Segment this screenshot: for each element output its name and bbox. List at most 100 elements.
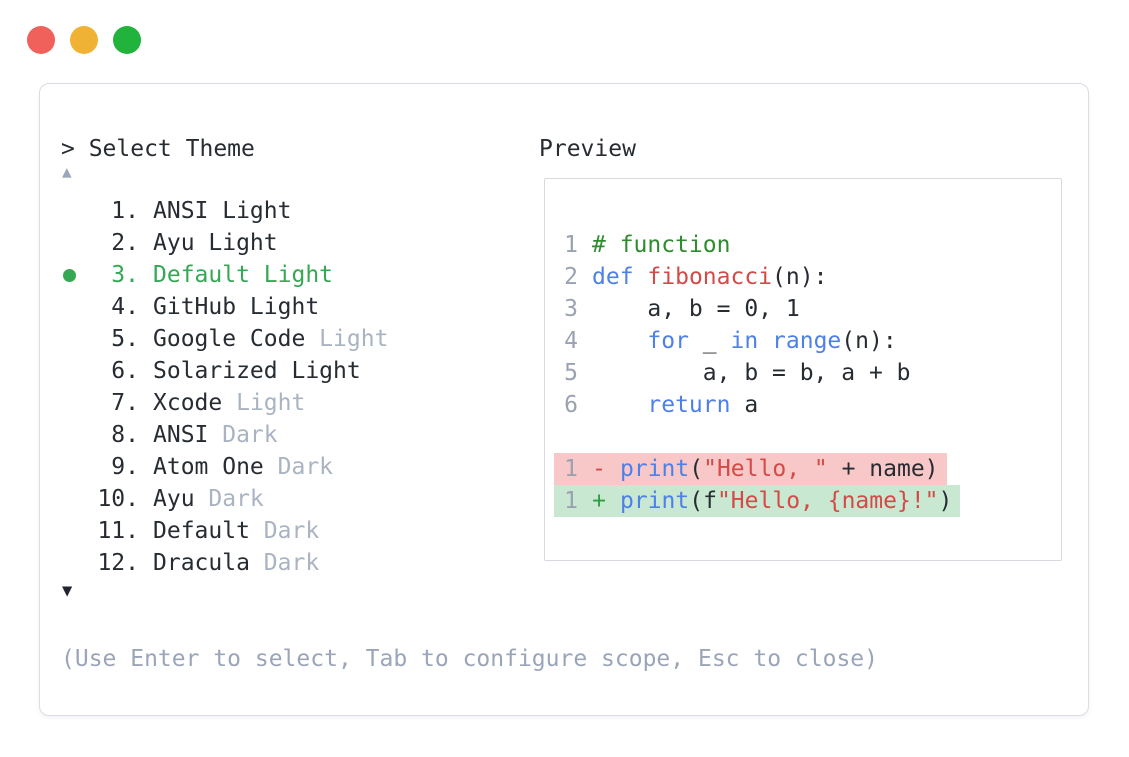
code-token: _ <box>688 328 731 354</box>
code-token: for <box>647 328 689 354</box>
item-number: 5. <box>111 326 139 352</box>
item-label: Xcode <box>153 390 223 416</box>
item-label-suffix: Light <box>222 390 306 416</box>
code-token: def <box>592 264 634 290</box>
item-number: 8. <box>111 422 139 448</box>
item-label: Solarized Light <box>153 358 361 384</box>
code-token: (n): <box>772 264 828 290</box>
theme-item-ansi-dark[interactable]: 8.ANSI Dark <box>61 419 388 451</box>
code-token: range <box>772 328 842 354</box>
line-number: 1 <box>564 488 578 514</box>
diff-minus-icon: - <box>592 456 606 482</box>
theme-item-atom-one-dark[interactable]: 9. Atom One Dark <box>61 451 388 483</box>
code-token: + name) <box>827 456 939 482</box>
line-number: 1 <box>564 456 578 482</box>
item-number: 7. <box>111 390 139 416</box>
item-number: 1. <box>111 198 139 224</box>
theme-item-google-code[interactable]: 5. Google Code Light <box>61 323 388 355</box>
code-token: ( <box>689 456 704 482</box>
code-token: fibonacci <box>647 264 773 290</box>
item-label: Default <box>153 518 250 544</box>
scroll-down-icon[interactable]: ▼ <box>62 581 73 601</box>
code-token: print <box>620 488 690 514</box>
item-marker <box>61 195 93 227</box>
item-number: 4. <box>111 294 139 320</box>
line-number: 1 <box>564 232 578 258</box>
close-button[interactable] <box>27 26 55 54</box>
item-label: Atom One <box>153 454 264 480</box>
item-number: 3. <box>111 262 139 288</box>
theme-item-solarized-light[interactable]: 6. Solarized Light <box>61 355 388 387</box>
code-line: 1 # function <box>564 229 1061 261</box>
zoom-button[interactable] <box>113 26 141 54</box>
item-label: Dracula <box>153 550 250 576</box>
theme-item-default-dark[interactable]: 11.Default Dark <box>61 515 388 547</box>
code-token: a <box>730 392 759 418</box>
code-token <box>758 328 772 354</box>
window-controls <box>27 26 141 54</box>
theme-item-ayu-dark[interactable]: 10. Ayu Dark <box>61 483 388 515</box>
theme-item-ansi-light[interactable]: 1. ANSI Light <box>61 195 388 227</box>
item-marker <box>61 515 93 547</box>
item-marker <box>61 483 93 515</box>
code-token: (f <box>689 488 717 514</box>
code-token: "Hello, {name}!" <box>716 488 939 514</box>
theme-list: 1. ANSI Light 2. Ayu Light 3. Default Light… <box>61 195 388 579</box>
item-label-suffix: Light <box>305 326 389 352</box>
item-number: 6. <box>111 358 139 384</box>
item-label: Ayu Light <box>153 230 278 256</box>
item-marker <box>61 259 93 291</box>
preview-label: Preview <box>539 136 636 162</box>
item-label: ANSI Light <box>153 198 292 224</box>
minimize-button[interactable] <box>70 26 98 54</box>
line-number: 5 <box>564 360 578 386</box>
item-number: 9. <box>111 454 139 480</box>
item-label: GitHub Light <box>153 294 320 320</box>
theme-item-xcode[interactable]: 7. Xcode Light <box>61 387 388 419</box>
code-token: in <box>730 328 759 354</box>
theme-picker-prompt: > Select Theme <box>61 136 255 162</box>
theme-picker-panel: > Select Theme ▲ 1. ANSI Light 2. Ayu Ligh… <box>39 83 1089 716</box>
item-label-suffix: Dark <box>194 486 264 512</box>
code-line: 5 a, b = b, a + b <box>564 357 1061 389</box>
code-token: a, b = b, a + b <box>592 360 911 386</box>
code-token: (n): <box>841 328 897 354</box>
theme-item-ayu-light[interactable]: 2. Ayu Light <box>61 227 388 259</box>
item-marker <box>61 355 93 387</box>
keyboard-hint: (Use Enter to select, Tab to configure s… <box>61 646 878 672</box>
item-label-suffix: Dark <box>263 454 334 480</box>
code-line: 2 def fibonacci(n): <box>564 261 1061 293</box>
code-line: 6 return a <box>564 389 1061 421</box>
line-number: 6 <box>564 392 578 418</box>
diff-removed-line: 1-print("Hello, " + name) <box>554 453 1061 485</box>
line-number: 3 <box>564 296 578 322</box>
diff-plus-icon: + <box>592 488 606 514</box>
line-number: 2 <box>564 264 578 290</box>
code-token <box>592 328 647 354</box>
scroll-up-icon[interactable]: ▲ <box>62 162 72 181</box>
item-number: 12. <box>97 550 139 576</box>
item-label: Ayu <box>153 486 195 512</box>
item-marker <box>61 323 93 355</box>
code-token: print <box>620 456 690 482</box>
item-number: 2. <box>111 230 139 256</box>
code-token: "Hello, " <box>703 456 828 482</box>
line-number: 4 <box>564 328 578 354</box>
item-label: Google Code <box>153 326 306 352</box>
item-label: Default Light <box>153 262 334 288</box>
item-label-suffix: Dark <box>249 518 320 544</box>
code-token <box>592 392 647 418</box>
item-marker <box>61 547 93 579</box>
code-line: 4 for _ in range(n): <box>564 325 1061 357</box>
item-marker <box>61 227 93 259</box>
item-label-suffix: Dark <box>208 422 278 448</box>
item-marker <box>61 291 93 323</box>
code-line: 3 a, b = 0, 1 <box>564 293 1061 325</box>
selected-dot-icon <box>63 269 76 282</box>
item-marker <box>61 387 93 419</box>
item-number: 10. <box>97 486 139 512</box>
theme-item-default-light[interactable]: 3. Default Light <box>61 259 388 291</box>
theme-item-dracula-dark[interactable]: 12.Dracula Dark <box>61 547 388 579</box>
code-token: # function <box>592 232 731 258</box>
theme-item-github-light[interactable]: 4. GitHub Light <box>61 291 388 323</box>
